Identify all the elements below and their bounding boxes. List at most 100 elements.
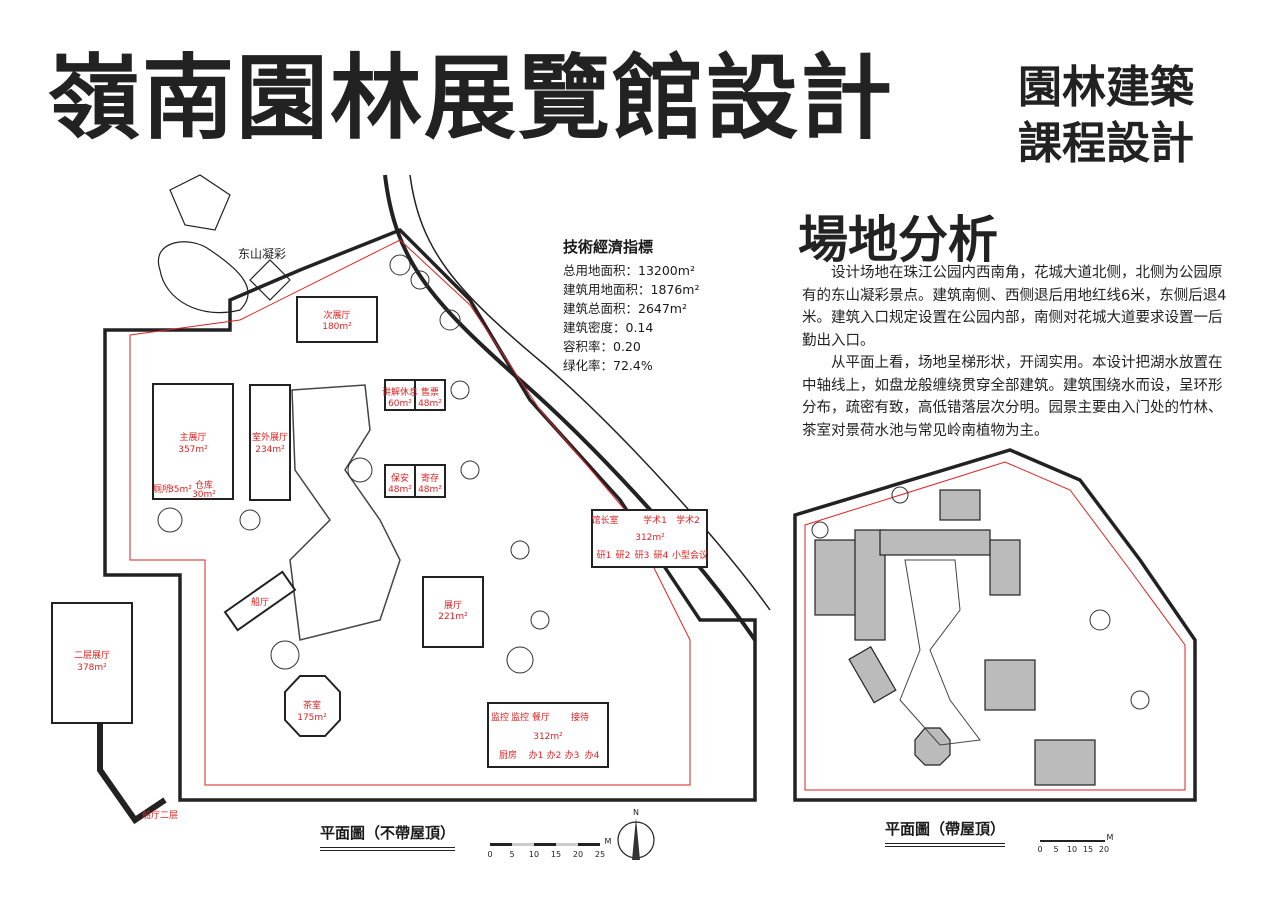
scale-unit: M (1107, 833, 1114, 842)
label-boat-hall: 船厅 (251, 596, 269, 608)
block-office (487, 702, 609, 768)
label-security: 保安 (391, 472, 409, 484)
subtitle-line-2: 課程設計 (1018, 118, 1194, 169)
label-kitchen: 厨房 (499, 749, 517, 761)
label-director: 馆长室 (591, 514, 618, 526)
scale-tick: 20 (1099, 845, 1109, 854)
analysis-paragraph: 设计场地在珠江公园内西南角，花城大道北侧，北侧为公园原有的东山凝彩景点。建筑南侧… (802, 265, 1227, 349)
label-academic-1: 学术1 (643, 514, 667, 526)
label-meeting: 小型会议 (672, 549, 708, 561)
landmark-label: 东山凝彩 (238, 246, 286, 261)
pond (289, 384, 401, 641)
label-area: 221m² (438, 612, 468, 622)
scale-bar-left: 0 5 10 15 20 25 M (487, 837, 611, 859)
trees (157, 254, 550, 674)
scale-tick: 15 (551, 850, 561, 859)
page-title: 嶺南園林展覽館設計 (48, 44, 895, 152)
label-boat-upper: 船厅二层 (142, 809, 178, 821)
label-exhibit-hall: 展厅 (444, 600, 462, 611)
site-analysis-heading: 場地分析 (798, 210, 998, 269)
label-research: 研3 (635, 550, 650, 561)
roofed-plan (793, 448, 1197, 802)
plan-roofless-caption: 平面圖（不帶屋頂） (320, 822, 456, 851)
label-area: 312m² (533, 732, 563, 742)
indicator-item: 建筑用地面积：1876m² (563, 282, 700, 297)
label-area: 357m² (178, 445, 208, 455)
label-office: 办1 (529, 749, 544, 761)
indicator-item: 建筑密度：0.14 (563, 320, 654, 335)
label-office: 办2 (547, 749, 562, 761)
label-dining: 餐厅 (532, 711, 550, 723)
subtitle-line-1: 園林建築 (1018, 62, 1194, 113)
label-area: 48m² (388, 485, 412, 495)
room-security (384, 464, 416, 498)
label-toilet: 厕所 (153, 484, 171, 495)
label-ticket: 售票 (421, 386, 439, 398)
indicator-item: 总用地面积：13200m² (563, 263, 695, 278)
site-analysis-text: 设计场地在珠江公园内西南角，花城大道北侧，北侧为公园原有的东山凝彩景点。建筑南侧… (802, 262, 1232, 442)
technical-indicators: 技術經濟指標 总用地面积：13200m² 建筑用地面积：1876m² 建筑总面积… (563, 238, 700, 375)
room-lecture (384, 379, 416, 411)
label-outdoor-hall: 室外展厅 (252, 431, 288, 443)
label-lecture: 讲解休息 (382, 386, 418, 398)
label-research: 研2 (616, 550, 631, 561)
label-main-hall: 主展厅 (179, 431, 206, 443)
label-area: 48m² (418, 399, 442, 409)
analysis-paragraph: 从平面上看，场地呈梯形状，开阔实用。本设计把湖水放置在中轴线上，如盘龙般缠绕贯穿… (802, 355, 1223, 439)
room-upper-hall (51, 602, 133, 724)
site-boundary (103, 227, 757, 802)
north-arrow-icon: N (617, 808, 655, 860)
label-warehouse: 仓库 (195, 479, 213, 491)
label-upper-hall: 二层展厅 (74, 650, 110, 661)
scale-tick: 0 (1037, 845, 1042, 854)
plan-roofed-caption: 平面圖（帶屋頂） (885, 818, 1006, 847)
indicator-item: 绿化率：72.4% (563, 358, 653, 373)
red-line (129, 239, 691, 786)
scale-tick: 20 (573, 850, 583, 859)
room-outdoor-hall (249, 384, 291, 501)
label-area: 60m² (388, 399, 412, 409)
room-storage (414, 464, 446, 498)
label-secondary-hall: 次展厅 (323, 309, 350, 321)
corridor-upper (97, 723, 167, 825)
label-monitor: 监控 (491, 711, 509, 723)
label-reception: 接待 (571, 711, 589, 723)
scale-tick: 25 (595, 850, 605, 859)
label-area: 312m² (635, 533, 665, 543)
label-research: 研1 (597, 550, 612, 561)
label-area: 30m² (192, 490, 216, 500)
label-tea-room: 茶室 (303, 699, 321, 711)
room-main-hall (152, 383, 234, 500)
scale-unit: M (605, 837, 612, 846)
scale-tick: 5 (509, 850, 514, 859)
label-storage: 寄存 (421, 472, 439, 484)
north-label: N (633, 808, 639, 817)
indicator-item: 建筑总面积：2647m² (563, 301, 687, 316)
scale-tick: 10 (1067, 845, 1077, 854)
label-academic-2: 学术2 (676, 514, 700, 526)
label-area: 48m² (418, 485, 442, 495)
course-subtitle: 園林建築 課程設計 (1018, 60, 1194, 172)
room-boat-hall (223, 570, 297, 632)
block-research (591, 509, 708, 568)
label-monitor: 监控 (511, 711, 529, 723)
label-office: 办3 (565, 749, 580, 761)
indicator-item: 容积率：0.20 (563, 339, 641, 354)
scale-bar-right: 0 5 10 15 20 M (1037, 833, 1113, 854)
room-tea-octagon (284, 675, 341, 737)
room-secondary-hall (296, 296, 378, 343)
landmark-dongshan: 东山凝彩 (157, 174, 291, 314)
scale-tick: 0 (487, 850, 492, 859)
indicators-heading: 技術經濟指標 (563, 238, 654, 256)
label-area: 180m² (322, 322, 352, 332)
scale-tick: 10 (529, 850, 539, 859)
label-small-room: 35m² (168, 485, 192, 495)
room-exhibit-hall (422, 576, 484, 648)
label-research: 研4 (654, 550, 669, 561)
label-office: 办4 (585, 749, 600, 761)
label-area: 175m² (297, 713, 327, 723)
label-area: 234m² (255, 445, 285, 455)
scale-tick: 5 (1053, 845, 1058, 854)
room-ticket (414, 379, 446, 411)
